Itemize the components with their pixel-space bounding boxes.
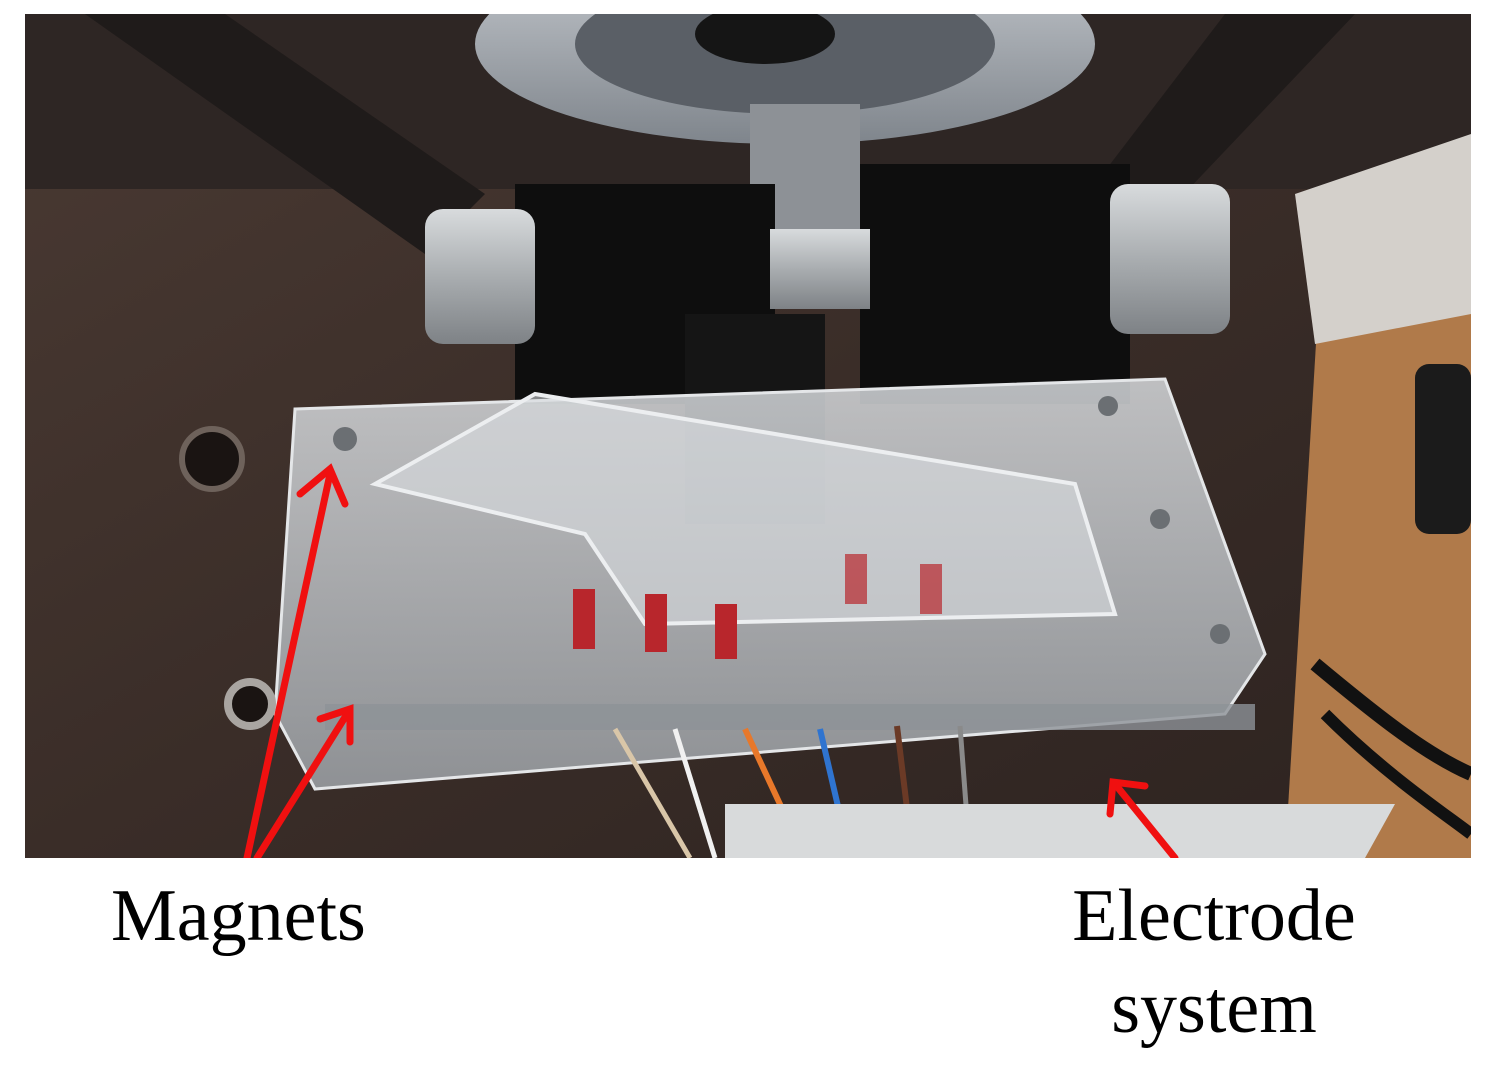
electrode-system-label: Electrode system (1058, 870, 1370, 1054)
mounting-hole (1098, 396, 1118, 416)
top-disc-inner (575, 14, 995, 114)
electrode-label-line2: system (1111, 967, 1317, 1049)
wooden-surface (1285, 174, 1471, 858)
right-panel (1295, 134, 1471, 344)
cable (1310, 658, 1471, 781)
magnet-arrow-1 (243, 470, 334, 858)
cable (1320, 709, 1471, 839)
mounting-hole (333, 427, 357, 451)
strut-right (1095, 14, 1355, 214)
electrode-sleeve (573, 589, 595, 649)
annotation-arrows (243, 463, 1179, 858)
clamp-block-right (860, 164, 1130, 404)
bolt-head-left (425, 209, 535, 344)
electrode-sleeve (645, 594, 667, 652)
mounting-hole (1150, 509, 1170, 529)
electrode-label-line1: Electrode (1072, 875, 1356, 957)
frame-hole (179, 426, 245, 492)
bolt-nut-right (1110, 184, 1230, 334)
electrode-sleeve (920, 564, 942, 614)
electrode-arrow (1111, 780, 1179, 858)
frame-hole-magnet (224, 678, 276, 730)
electrode-arrow-head (1106, 778, 1149, 818)
electrode-wire (672, 728, 718, 858)
magnet-arrow-2 (253, 710, 351, 858)
strut-left (85, 14, 485, 254)
electrode-sleeve (845, 554, 867, 604)
top-disc-hole (695, 14, 835, 64)
magnets-label: Magnets (111, 875, 366, 957)
magnet-arrow-2-head (316, 704, 354, 746)
black-plug (1415, 364, 1471, 534)
electrode-wire (612, 727, 693, 858)
mounting-hole (1210, 624, 1230, 644)
magnet-arrow-1-head (296, 463, 349, 508)
bolt-center (770, 229, 870, 309)
electrode-sleeve (715, 604, 737, 659)
plate-edge (325, 704, 1255, 730)
fixture-photo (25, 14, 1471, 858)
white-card (725, 804, 1395, 858)
